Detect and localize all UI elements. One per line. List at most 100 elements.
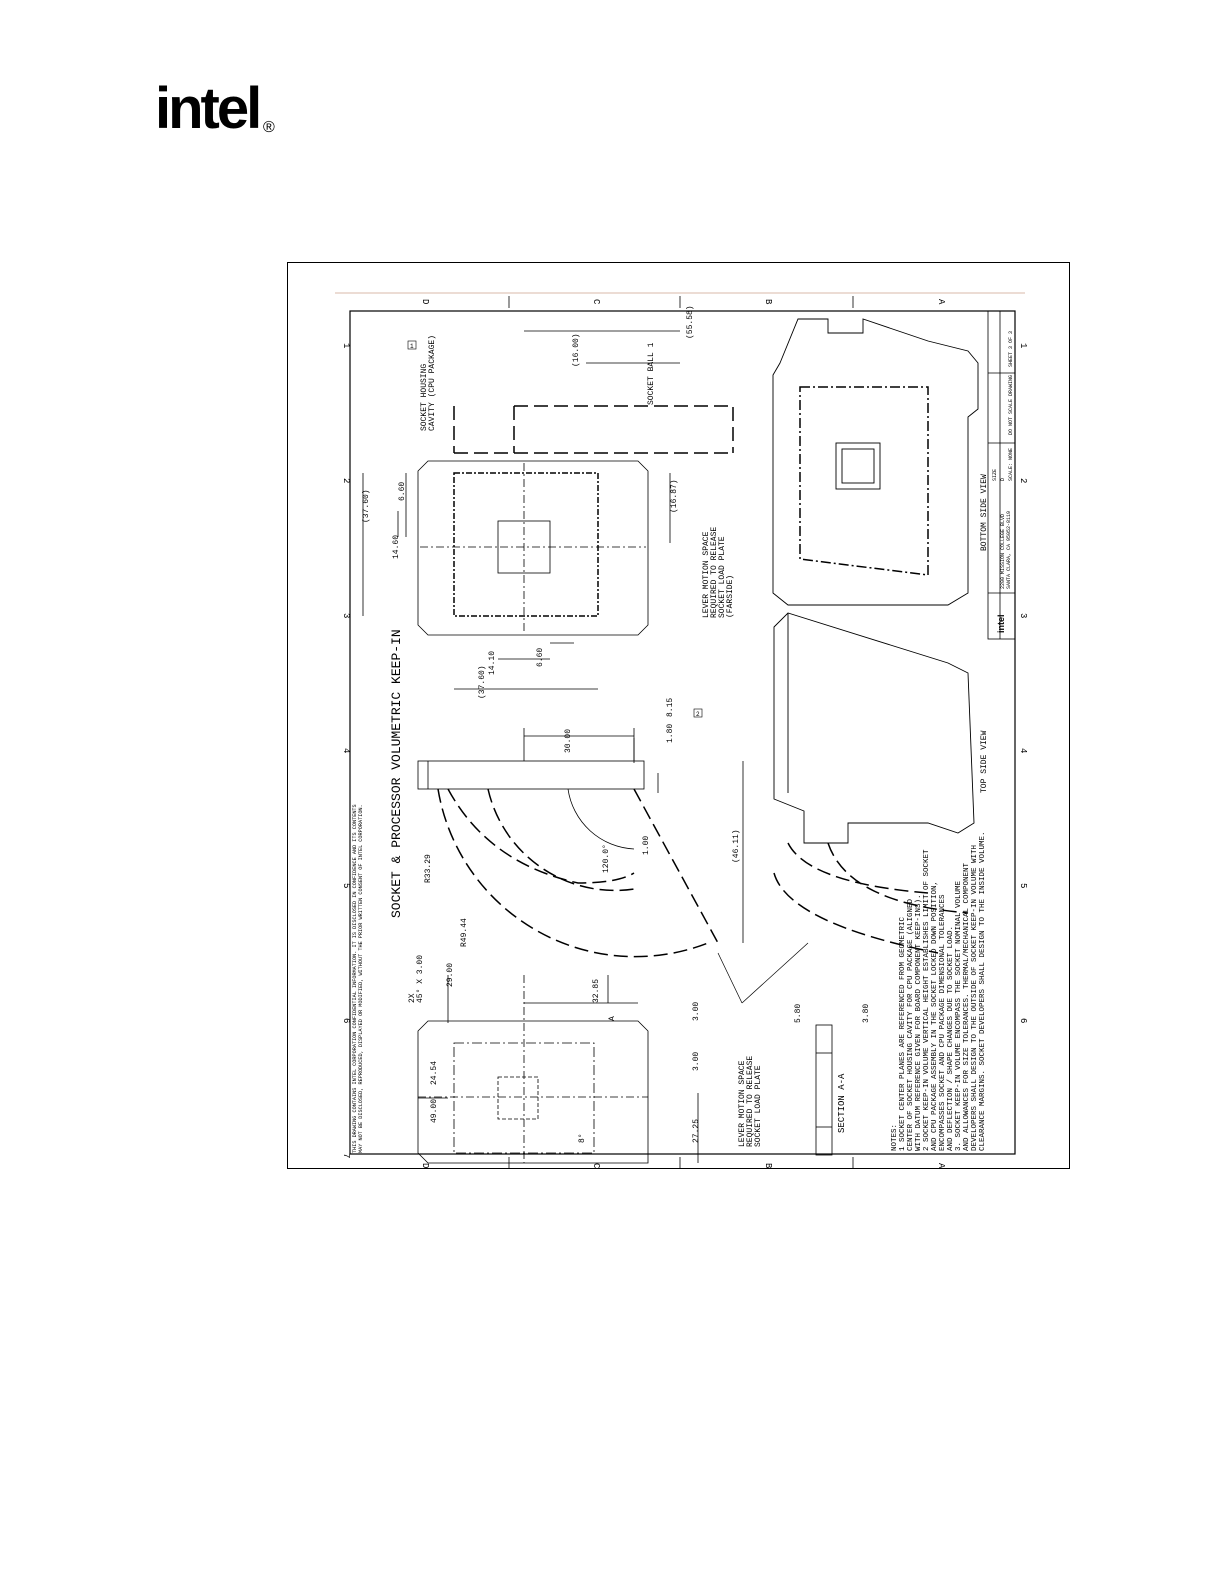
notes-block: NOTES: 1 SOCKET CENTER PLANES ARE REFERE… — [891, 831, 987, 1151]
dim-30-00: 30.00 — [564, 729, 573, 753]
mechanical-drawing: D C B A D C B A 1 2 3 4 5 6 7 8 1 2 3 4 — [335, 292, 1028, 1169]
note-line-1: 1 SOCKET CENTER PLANES ARE REFERENCED FR… — [899, 916, 907, 1151]
radius-33-29: R33.29 — [424, 854, 433, 883]
notes-heading: NOTES: — [891, 1124, 899, 1151]
dim-14-60: 14.60 — [392, 535, 401, 559]
drawing-border — [349, 310, 1016, 1155]
label-section-aa: SECTION A-A — [837, 1073, 847, 1133]
note-line-3: WITH DATUM REFERENCE GIVEN FOR BOARD COM… — [915, 894, 923, 1151]
label-lever-far-2: REQUIRED TO RELEASE — [710, 527, 719, 618]
title-block-intel-logo: intel — [996, 614, 1006, 633]
zone-c-top: C — [591, 299, 601, 305]
dim-27-25: 27.25 — [692, 1119, 701, 1143]
label-lever-near-1: LEVER MOTION SPACE — [738, 1060, 747, 1147]
radius-49-44: R49.44 — [460, 918, 469, 947]
zone-5-right: 5 — [1018, 883, 1028, 888]
zone-6-right: 6 — [1018, 1018, 1028, 1023]
dim-3-00-b: 3.00 — [692, 1052, 701, 1071]
note-box-1-top: 1 — [410, 343, 414, 350]
label-top-view: TOP SIDE VIEW — [980, 730, 989, 793]
dim-6-60-top: 6.60 — [398, 482, 407, 501]
section-a-a — [815, 1024, 833, 1156]
dim-16-87: (16.87) — [670, 479, 679, 513]
intel-logo: intel ® — [155, 76, 285, 158]
dim-32-85: 32.85 — [592, 979, 601, 1003]
dim-46-11: (46.11) — [732, 829, 741, 863]
side-view-lever — [417, 728, 744, 958]
dim-8-15: 8.15 — [666, 698, 675, 717]
zone-b-top: B — [763, 299, 773, 305]
bottom-side-view — [772, 318, 979, 606]
top-side-view — [773, 612, 975, 954]
dim-1-00: 1.00 — [642, 836, 651, 855]
dim-37-60-left: (37.60) — [478, 665, 487, 699]
title-block-scale-note: DO NOT SCALE DRAWING — [1008, 375, 1014, 435]
dim-16-00: (16.00) — [572, 333, 581, 367]
label-lever-near-2: REQUIRED TO RELEASE — [746, 1056, 755, 1147]
label-bottom-view: BOTTOM SIDE VIEW — [980, 474, 989, 551]
zone-d-top: D — [420, 299, 430, 304]
drawing-title: SOCKET & PROCESSOR VOLUMETRIC KEEP-IN — [389, 629, 404, 918]
zone-4-right: 4 — [1018, 748, 1028, 753]
zone-2-left: 2 — [341, 478, 351, 483]
dim-49-00: 49.00 — [430, 1099, 439, 1123]
section-a-top: A — [608, 1016, 617, 1021]
zone-5-left: 5 — [341, 883, 351, 888]
title-block-address-2: SANTA CLARA, CA 95052-8119 — [1006, 511, 1012, 589]
zone-c-bottom: C — [591, 1163, 601, 1169]
label-socket-ball: SOCKET BALL 1 — [647, 342, 656, 405]
dim-29-00: 29.00 — [446, 963, 455, 987]
title-block-size-label: SIZE — [992, 469, 998, 481]
confidential-line-2: MAY NOT BE DISCLOSED, REPRODUCED, DISPLA… — [358, 804, 364, 1153]
dim-120: 120.0° — [602, 844, 611, 873]
socket-keep-in-view — [417, 975, 699, 1164]
cavity-top-view — [362, 330, 734, 690]
note-line-5: AND CPU PACKAGE ASSEMBLY IN THE SOCKET L… — [931, 881, 939, 1151]
label-lever-far-1: LEVER MOTION SPACE — [702, 531, 711, 618]
dim-24-54: 24.54 — [430, 1061, 439, 1085]
zone-6-left: 6 — [341, 1018, 351, 1023]
title-block-sheet: SHEET 3 OF 3 — [1008, 331, 1014, 367]
dim-37-60-top: (37.60) — [362, 489, 371, 523]
zone-3-right: 3 — [1018, 613, 1028, 618]
chamfer-top-45: 45° X 3.00 — [416, 955, 425, 1003]
zone-d-bottom: D — [420, 1163, 430, 1168]
dim-14-10: 14.10 — [488, 651, 497, 675]
label-socket-housing-2: CAVITY (CPU PACKAGE) — [428, 335, 437, 431]
zone-2-right: 2 — [1018, 478, 1028, 483]
dim-1-80: 1.80 — [666, 724, 675, 743]
drawing-frame: D C B A D C B A 1 2 3 4 5 6 7 8 1 2 3 4 — [287, 262, 1070, 1169]
note-line-4: 2 SOCKET KEEP-IN VOLUME VERTICAL HEIGHT … — [923, 849, 931, 1151]
logo-brand: intel — [155, 78, 259, 141]
note-line-9: AND ALLOWANCES FOR SIZE TOLERANCES. THER… — [963, 862, 971, 1151]
angle-8: 8° — [578, 1133, 587, 1143]
note-line-2: CENTER OF SOCKET HOUSING CAVITY FOR CPU … — [907, 898, 915, 1151]
chamfer-top-2x: 2X — [408, 993, 417, 1003]
label-lever-near-3: SOCKET LOAD PLATE — [754, 1065, 763, 1147]
confidential-line-1: THIS DRAWING CONTAINS INTEL CORPORATION … — [352, 804, 358, 1153]
dim-55-58: (55.58) — [686, 305, 695, 339]
title-block — [987, 310, 1016, 640]
zone-7-left: 7 — [341, 1153, 351, 1158]
dim-6-60-left: 6.60 — [536, 648, 545, 667]
label-socket-housing-1: SOCKET HOUSING — [420, 364, 429, 431]
zone-1-right: 1 — [1018, 343, 1028, 348]
note-line-11: CLEARANCE MARGINS. SOCKET DEVELOPERS SHA… — [979, 831, 987, 1151]
dim-3-00-a: 3.00 — [692, 1002, 701, 1021]
title-block-scale: SCALE: NONE — [1008, 448, 1014, 481]
note-box-2-side: 2 — [696, 711, 700, 718]
note-line-6: ENCOMPASSES SOCKET AND CPU PACKAGE DIMEN… — [939, 894, 947, 1151]
title-block-size: D — [1000, 478, 1006, 481]
logo-registered: ® — [263, 119, 275, 136]
dim-5-80-a: 5.80 — [794, 1004, 803, 1023]
zone-1-left: 1 — [341, 343, 351, 348]
dim-3-80: 3.80 — [862, 1004, 871, 1023]
title-block-address-1: 2200 MISSION COLLEGE BLVD — [1000, 514, 1006, 589]
label-lever-far-3: SOCKET LOAD PLATE — [718, 536, 727, 618]
zone-a-bottom: A — [936, 1163, 946, 1169]
note-line-7: AND DEFLECTION / SHAPE CHANGES DUE TO SO… — [947, 926, 955, 1151]
note-line-10: DEVELOPERS SHALL DESIGN TO THE OUTSIDE O… — [971, 845, 979, 1151]
zone-3-left: 3 — [341, 613, 351, 618]
zone-a-top: A — [936, 299, 946, 305]
label-lever-far-4: (FARSIDE) — [726, 575, 735, 618]
